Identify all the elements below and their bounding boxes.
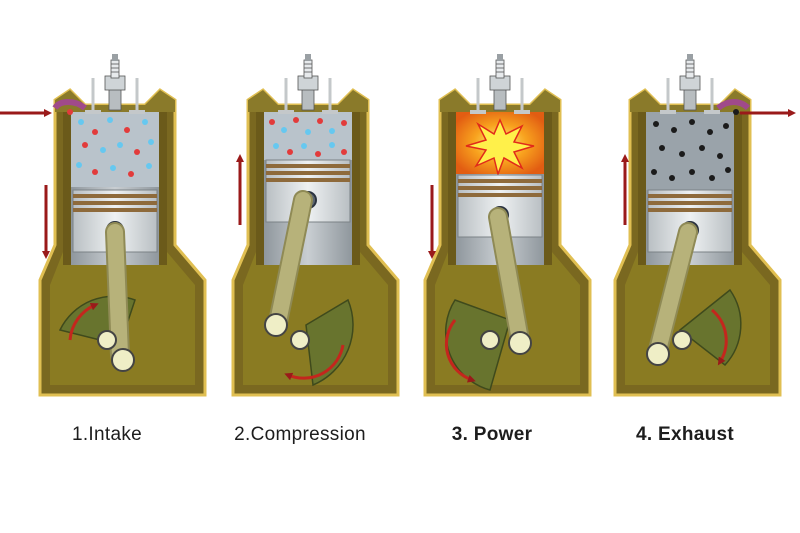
compressed-fuel-particles [269,117,347,157]
label-exhaust: 4. Exhaust [635,424,735,445]
label-power: 3. Power [451,424,533,445]
label-intake: 1.Intake [71,424,142,445]
label-compression: 2.Compression [234,424,366,445]
stroke-intake [38,53,207,397]
fuel-particles [67,109,154,177]
explosion-icon [465,118,535,177]
exhaust-particles [651,109,739,181]
stroke-power [423,53,592,397]
stroke-exhaust [613,53,782,397]
stroke-compression [231,53,400,397]
